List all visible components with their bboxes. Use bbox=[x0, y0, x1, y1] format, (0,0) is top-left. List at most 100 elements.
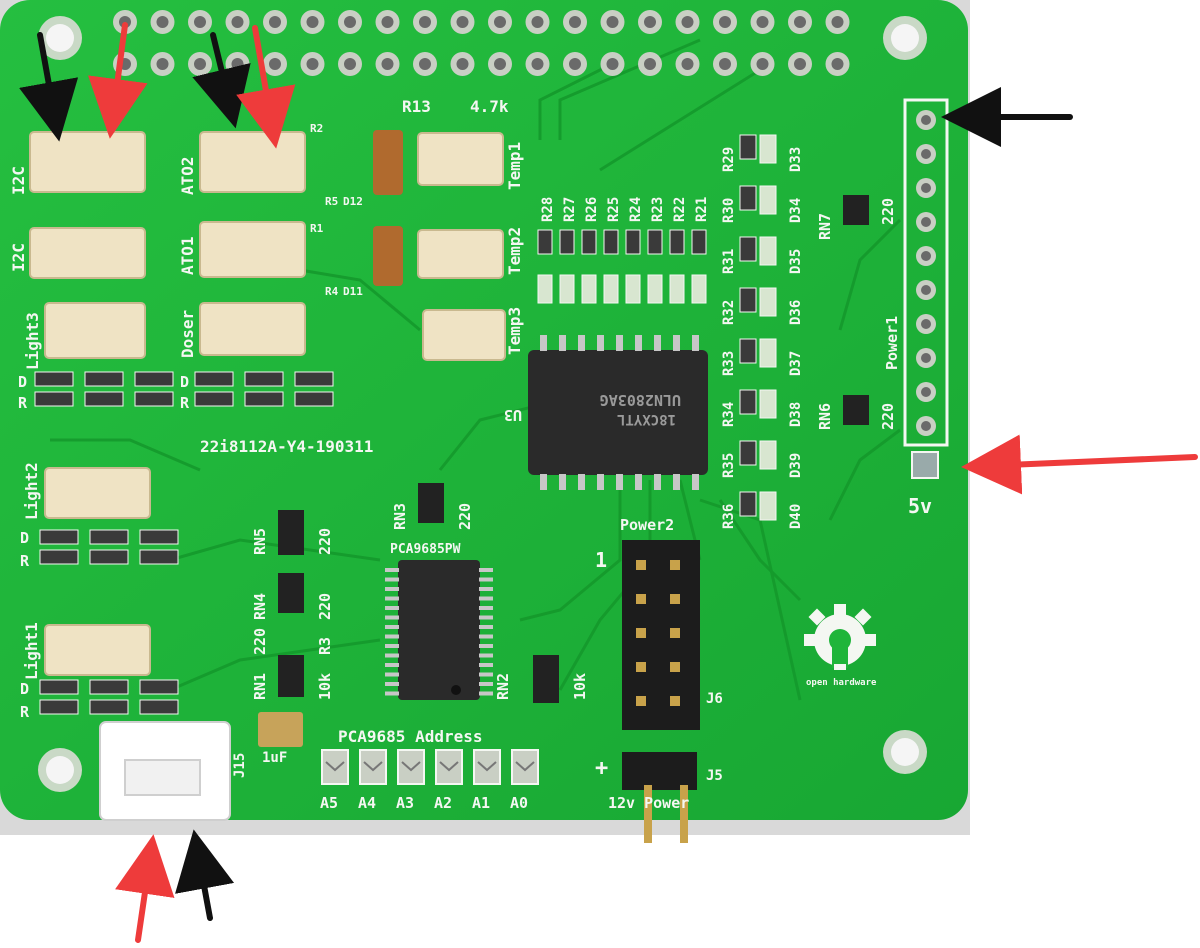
label-rn5: RN5 bbox=[251, 528, 269, 555]
label-rn3-value: 220 bbox=[456, 503, 474, 530]
label-r-row1b: R bbox=[180, 394, 190, 412]
label-led-d34: D34 bbox=[788, 198, 804, 223]
label-rn6-value: 220 bbox=[879, 403, 897, 430]
label-rn2: RN2 bbox=[494, 673, 512, 700]
address-pad-a4 bbox=[359, 749, 387, 785]
annotation-arrows bbox=[19, 22, 1198, 943]
label-r-row1: R bbox=[18, 394, 28, 412]
chip-uln2803 bbox=[528, 350, 708, 475]
connector-i2c-1 bbox=[29, 131, 146, 193]
label-rn3: RN3 bbox=[391, 503, 409, 530]
label-led-d33: D33 bbox=[788, 147, 804, 172]
label-led-d40: D40 bbox=[788, 504, 804, 529]
connector-light1 bbox=[44, 624, 151, 676]
address-pad-label: A0 bbox=[510, 794, 528, 812]
label-r-row3: R bbox=[20, 703, 30, 721]
rn7 bbox=[843, 195, 869, 225]
label-r3-value: 10k bbox=[316, 673, 334, 700]
rn1 bbox=[278, 655, 304, 697]
chip-pca9685 bbox=[398, 560, 480, 700]
label-led-d38: D38 bbox=[788, 402, 804, 427]
label-resistor-r23: R23 bbox=[650, 197, 666, 222]
rn5 bbox=[278, 510, 304, 555]
address-pad-a0 bbox=[511, 749, 539, 785]
label-1uf: 1uF bbox=[262, 750, 287, 766]
label-resistor-r35: R35 bbox=[721, 453, 737, 478]
label-d-row2: D bbox=[20, 529, 29, 547]
arrow-black-j15 bbox=[175, 829, 235, 921]
rn6 bbox=[843, 395, 869, 425]
connector-ato1 bbox=[199, 221, 306, 278]
label-led-d36: D36 bbox=[788, 300, 804, 325]
label-d11: D11 bbox=[343, 285, 363, 298]
label-light1: Light1 bbox=[22, 622, 41, 680]
address-pad-label: A5 bbox=[320, 794, 338, 812]
address-pad-label: A1 bbox=[472, 794, 490, 812]
address-pad-label: A2 bbox=[434, 794, 452, 812]
label-rn1-value: 220 bbox=[251, 628, 269, 655]
diode-d11 bbox=[373, 226, 403, 286]
label-r2: R2 bbox=[310, 122, 323, 135]
connector-i2c-2 bbox=[29, 227, 146, 279]
label-d-row1b: D bbox=[180, 373, 189, 391]
label-j15: J15 bbox=[232, 753, 248, 778]
address-pad-a5 bbox=[321, 749, 349, 785]
address-pad-a3 bbox=[397, 749, 425, 785]
label-rn4: RN4 bbox=[251, 593, 269, 620]
label-resistor-r27: R27 bbox=[562, 197, 578, 222]
connector-temp1 bbox=[417, 132, 504, 186]
arrow-red-j15 bbox=[115, 834, 175, 943]
arrow-black-i2c bbox=[19, 32, 79, 142]
label-r1: R1 bbox=[310, 222, 324, 235]
pcb-board bbox=[0, 0, 968, 820]
label-resistor-r28: R28 bbox=[540, 197, 556, 222]
board-id-label: 22i8112A-Y4-190311 bbox=[200, 437, 373, 456]
label-pca9685-address: PCA9685 Address bbox=[338, 727, 483, 746]
connector-temp3 bbox=[422, 309, 506, 361]
chip-u3-marking2: 18CXYTL bbox=[617, 411, 676, 427]
label-rn7-value: 220 bbox=[879, 198, 897, 225]
rn4 bbox=[278, 573, 304, 613]
label-r5: R5 bbox=[325, 195, 338, 208]
label-r13: R13 bbox=[402, 97, 431, 116]
label-5v: 5v bbox=[908, 494, 932, 518]
label-resistor-r21: R21 bbox=[694, 197, 710, 222]
connector-doser bbox=[199, 302, 306, 356]
label-resistor-r29: R29 bbox=[721, 147, 737, 172]
address-pad-a2 bbox=[435, 749, 463, 785]
label-light3: Light3 bbox=[23, 312, 42, 370]
label-power2: Power2 bbox=[620, 516, 674, 534]
label-i2c-2: I2C bbox=[9, 243, 28, 272]
label-j6: J6 bbox=[706, 691, 723, 707]
arrow-red-i2c bbox=[88, 22, 148, 139]
label-pin1: 1 bbox=[595, 548, 607, 572]
connector-ato2 bbox=[199, 131, 306, 193]
label-rn6: RN6 bbox=[816, 403, 834, 430]
label-doser: Doser bbox=[178, 310, 197, 358]
label-resistor-r22: R22 bbox=[672, 197, 688, 222]
label-temp2: Temp2 bbox=[505, 227, 524, 275]
rn2 bbox=[533, 655, 559, 703]
label-resistor-r26: R26 bbox=[584, 197, 600, 222]
label-resistor-r31: R31 bbox=[721, 249, 737, 274]
label-ato1: ATO1 bbox=[178, 236, 197, 275]
power2-header bbox=[622, 540, 700, 730]
label-light2: Light2 bbox=[22, 462, 41, 520]
connector-light3 bbox=[44, 302, 146, 359]
mounting-holes bbox=[38, 16, 927, 792]
label-12v-power: 12v Power bbox=[608, 794, 689, 812]
label-resistor-r30: R30 bbox=[721, 198, 737, 223]
arrow-red-ato2 bbox=[236, 25, 296, 149]
address-pad-label: A4 bbox=[358, 794, 376, 812]
label-pca9685pw: PCA9685PW bbox=[390, 542, 461, 557]
label-d-row1: D bbox=[18, 373, 27, 391]
j5-header bbox=[622, 752, 697, 790]
gpio-header-pads bbox=[113, 10, 850, 76]
diode-d12 bbox=[373, 130, 403, 195]
label-rn4-value: 220 bbox=[316, 593, 334, 620]
label-r-row2: R bbox=[20, 552, 30, 570]
label-r3: R3 bbox=[316, 637, 334, 655]
arrow-black-ato2 bbox=[192, 32, 251, 129]
label-rn2-value: 10k bbox=[571, 673, 589, 700]
